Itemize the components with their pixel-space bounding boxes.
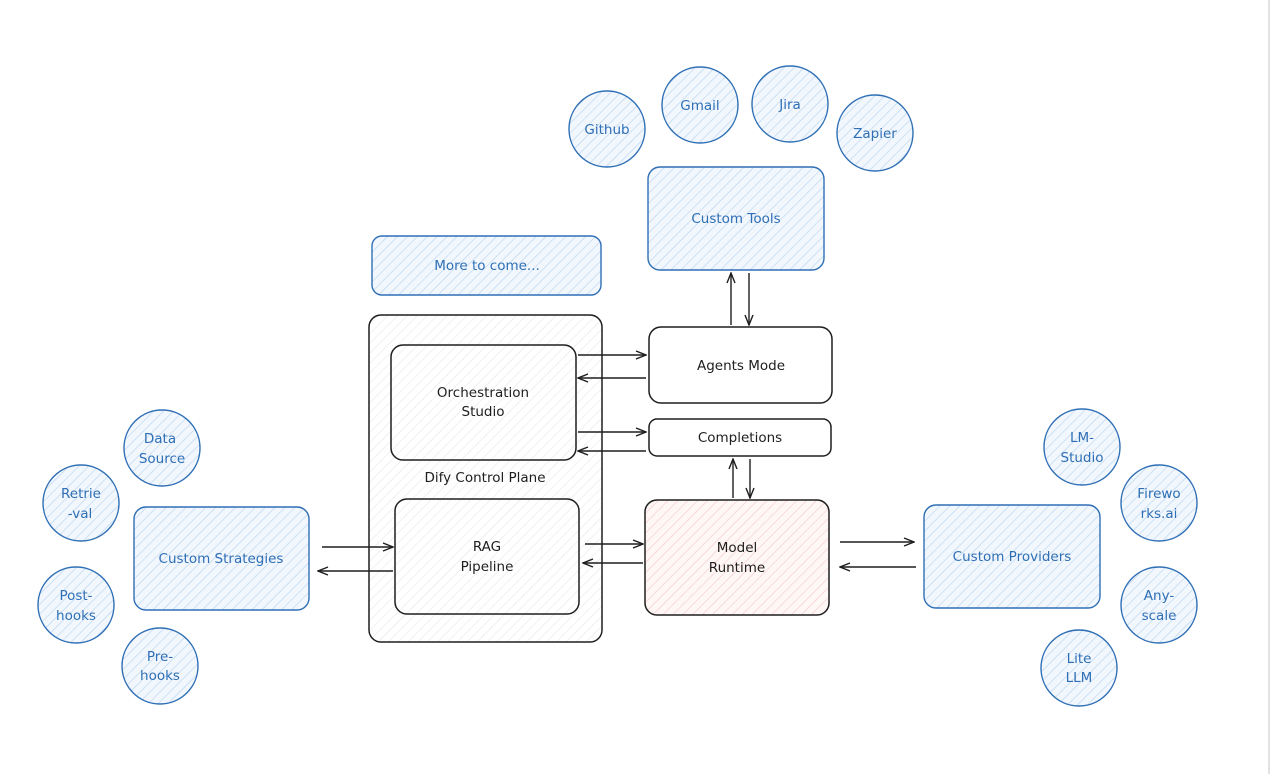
pre-hooks-label-line2: hooks: [140, 668, 180, 684]
fireworks-label-line1: Firewo: [1137, 486, 1180, 502]
custom-strategies-box: [133, 506, 310, 611]
data-source-label-line2: Source: [139, 451, 185, 467]
anyscale-label-line1: Any-: [1144, 588, 1175, 604]
pre-hooks-label-line1: Pre-: [147, 649, 173, 665]
github-label: Github: [584, 122, 629, 138]
rag-pipeline-box: [394, 498, 580, 615]
post-hooks-label-line1: Post-: [59, 588, 92, 604]
pre-hooks-node: [121, 627, 199, 705]
lm-studio-node: [1043, 408, 1121, 486]
gmail-node: [661, 66, 739, 144]
zapier-node: [836, 94, 914, 172]
custom-strategies-label: Custom Strategies: [159, 551, 284, 567]
gmail-label: Gmail: [680, 98, 719, 114]
completions-box: [648, 418, 832, 457]
lm-studio-label-line2: Studio: [1061, 450, 1104, 466]
litellm-node: [1040, 629, 1118, 707]
data-source-node: [123, 409, 201, 487]
page-right-border: [1268, 0, 1270, 774]
custom-providers-box: [923, 504, 1101, 609]
github-node: [568, 90, 646, 168]
anyscale-label-line2: scale: [1142, 608, 1177, 624]
agents-mode-label: Agents Mode: [697, 358, 785, 374]
connector-arrows: [318, 273, 916, 571]
post-hooks-node: [37, 566, 115, 644]
orchestration-studio-label-line2: Studio: [462, 404, 505, 420]
retrieval-node: [42, 464, 120, 542]
rag-pipeline-label-line2: Pipeline: [461, 559, 514, 575]
post-hooks-label-line2: hooks: [56, 608, 96, 624]
data-source-label-line1: Data: [144, 431, 176, 447]
jira-node: [751, 65, 829, 143]
orchestration-studio-box: [390, 344, 577, 461]
model-runtime-label-line1: Model: [717, 540, 758, 556]
control-plane-group: Orchestration Studio Dify Control Plane …: [368, 314, 603, 643]
litellm-label-line1: Lite: [1067, 651, 1092, 667]
more-to-come-label: More to come...: [434, 258, 540, 274]
litellm-label-line2: LLM: [1066, 670, 1093, 686]
fireworks-node: [1120, 464, 1198, 542]
lm-studio-label-line1: LM-: [1070, 430, 1094, 446]
completions-label: Completions: [698, 430, 782, 446]
more-to-come-box: [371, 235, 602, 296]
jira-label: Jira: [778, 97, 801, 113]
control-plane-label: Dify Control Plane: [424, 470, 545, 486]
anyscale-node: [1120, 566, 1198, 644]
custom-tools-label: Custom Tools: [691, 211, 780, 227]
custom-tools-box: [647, 166, 825, 271]
retrieval-label-line2: -val: [68, 506, 93, 522]
custom-providers-label: Custom Providers: [953, 549, 1072, 565]
fireworks-label-line2: rks.ai: [1141, 506, 1178, 522]
retrieval-label-line1: Retrie: [61, 486, 101, 502]
orchestration-studio-label-line1: Orchestration: [437, 385, 529, 401]
rag-pipeline-label-line1: RAG: [473, 539, 501, 555]
agents-mode-box: [648, 326, 833, 404]
model-runtime-label-line2: Runtime: [709, 560, 765, 576]
model-runtime-box: [644, 499, 830, 616]
zapier-label: Zapier: [853, 126, 897, 142]
